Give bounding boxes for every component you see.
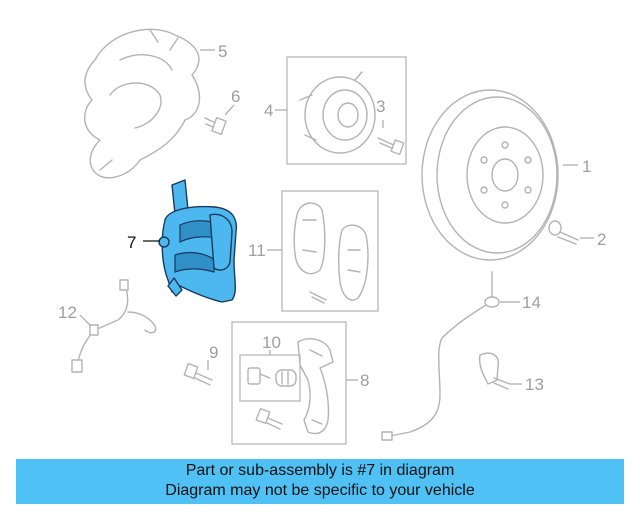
callout-14: 14 [522,293,541,312]
bracket-box [231,321,347,445]
hub-bolt-part-3 [377,137,405,156]
sensor-clip-part-13 [478,352,511,390]
banner-line-2: Diagram may not be specific to your vehi… [165,482,475,499]
brake-caliper-part-7 [158,179,238,303]
callout-13: 13 [525,375,544,394]
rotor-screw-part-2 [548,220,579,245]
brake-pads-part-11 [293,202,369,304]
callout-7: 7 [127,233,136,252]
callout-1: 1 [582,157,591,176]
callout-12: 12 [58,303,77,322]
callout-6-leader [224,104,235,116]
banner-line-1: Part or sub-assembly is #7 in diagram [185,462,455,479]
callout-3: 3 [376,97,385,116]
callout-5: 5 [218,42,227,61]
hub-part-4 [299,71,376,154]
brake-pads-box [281,190,379,312]
callout-9: 9 [209,343,218,362]
caliper-bracket-part-8 [297,338,334,435]
callout-12-leader [79,314,91,326]
bolt-part-6 [204,117,227,135]
bolt-part-9 [183,362,213,386]
callout-10: 10 [262,333,281,352]
callout-8: 8 [360,371,369,390]
splash-shield-part-5 [84,28,201,179]
brake-hose-part-12 [71,279,157,373]
callout-11: 11 [248,241,266,260]
guide-pins-part-10 [247,367,297,430]
callout-2: 2 [597,230,606,249]
callout-4: 4 [264,101,273,120]
info-banner: Part or sub-assembly is #7 in diagram Di… [16,459,624,504]
parts-diagram: 5 6 4 3 1 2 [58,28,606,445]
callout-6: 6 [231,87,240,106]
brake-rotor-part-1 [421,89,559,261]
wear-sensor-part-14 [381,271,500,441]
